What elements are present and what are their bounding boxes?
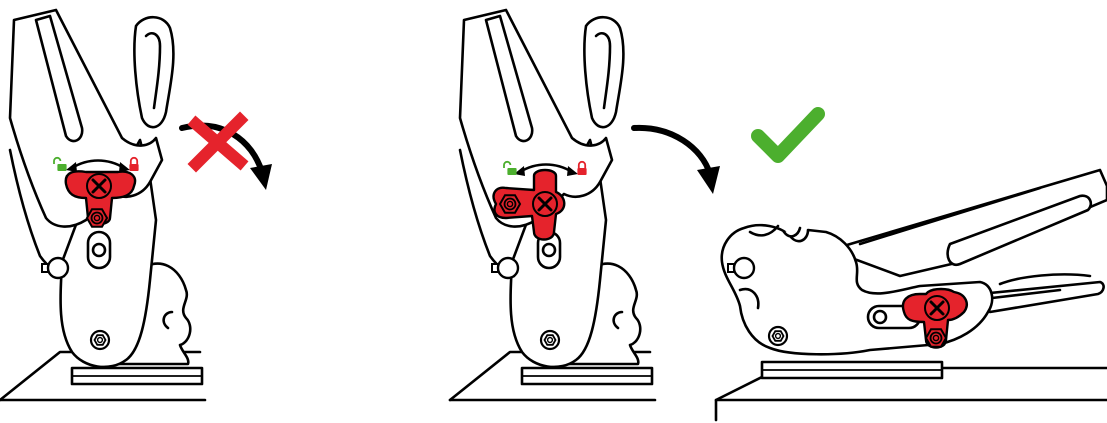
hex-nut-icon xyxy=(86,208,108,228)
lock-closed-icon xyxy=(129,156,139,171)
panel-result xyxy=(714,168,1107,422)
hex-nut-icon xyxy=(925,328,947,348)
hex-nut-icon xyxy=(499,194,521,214)
lever-screw-icon xyxy=(531,190,559,218)
table-edge xyxy=(714,366,1107,422)
panel-correct xyxy=(450,10,720,400)
lever-screw-icon xyxy=(923,294,951,322)
panel-incorrect xyxy=(0,10,272,400)
lock-closed-icon xyxy=(577,160,587,175)
pivot-bolt xyxy=(767,325,789,347)
lever-screw-icon xyxy=(85,172,113,200)
clamp-arm xyxy=(828,168,1107,278)
curved-arrow-icon xyxy=(631,124,713,177)
lock-open-icon xyxy=(503,160,517,175)
locking-lever xyxy=(492,168,566,241)
check-mark-icon xyxy=(751,107,825,163)
lock-open-icon xyxy=(53,156,67,171)
x-mark-icon xyxy=(187,111,249,173)
